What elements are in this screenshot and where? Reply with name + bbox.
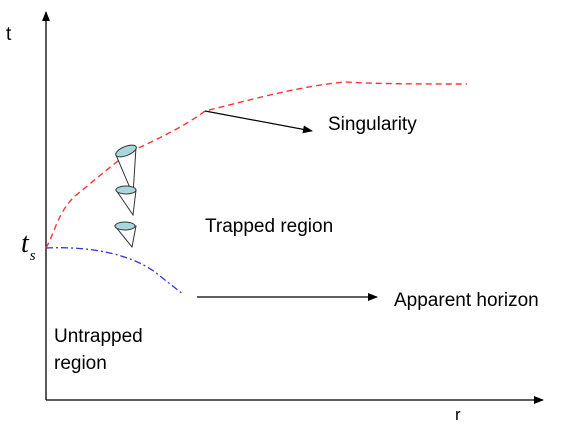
singularity-arrow [204,110,313,134]
trapped-region-label: Trapped region [205,216,334,237]
light-cone-middle-icon [115,185,137,217]
untrapped-line-2: region [54,353,107,374]
apparent-horizon-label: Apparent horizon [394,290,539,311]
light-cone-lower-icon [113,221,137,249]
t-axis-label: t [6,24,12,45]
apparent-horizon-curve [45,247,184,295]
ts-subscript: s [29,248,36,264]
untrapped-line-1: Untrapped [54,326,143,347]
ts-main: t [21,228,29,259]
r-axis-label: r [455,405,461,424]
singularity-curve [45,81,468,249]
light-cone-tilted-icon [115,144,137,196]
ts-label: ts [21,228,36,264]
singularity-label: Singularity [328,114,417,135]
untrapped-region-label: Untrapped region [54,323,143,377]
